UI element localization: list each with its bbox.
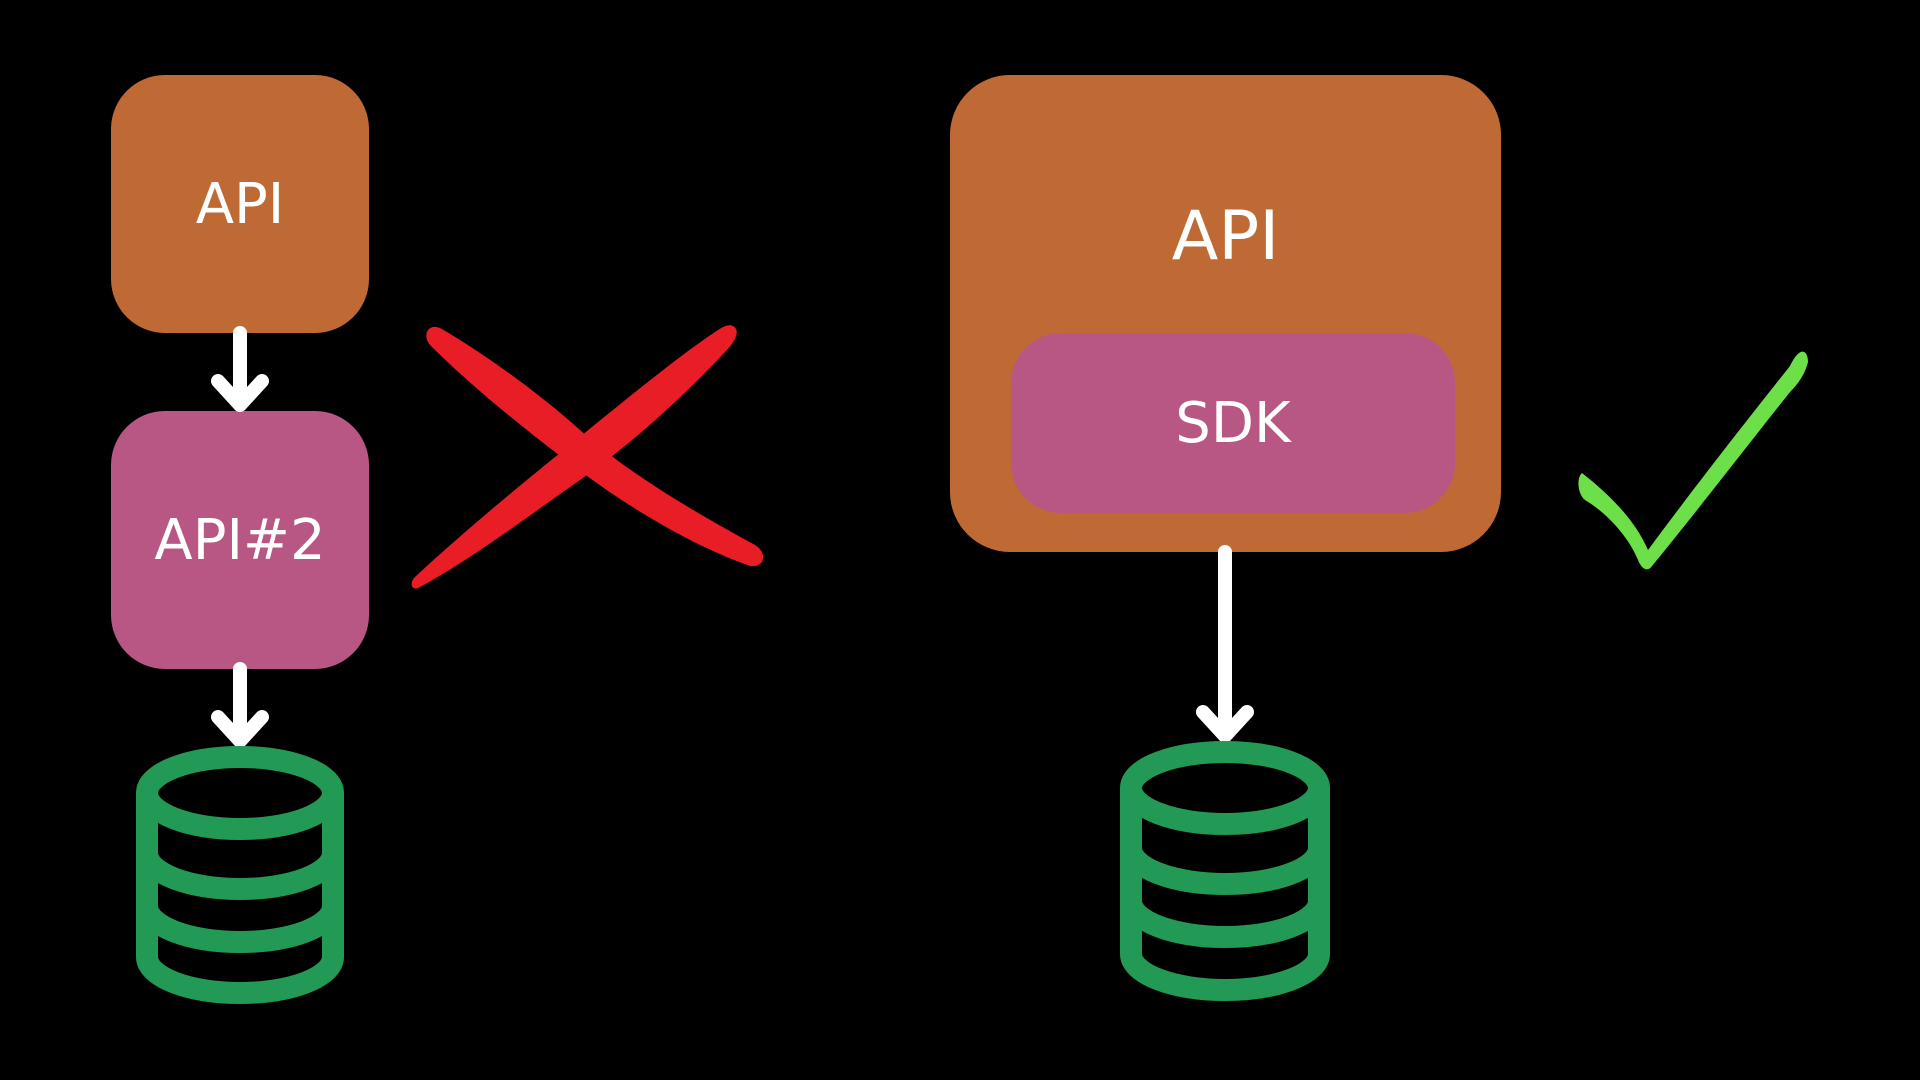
left-api2-box: API#2: [111, 411, 369, 669]
right-sdk-box: SDK: [1011, 333, 1455, 513]
arrow-api-to-api2: [211, 326, 269, 412]
cross-mark-icon: [411, 325, 764, 589]
right-sdk-label: SDK: [1175, 390, 1291, 456]
arrow-api2-to-database: [211, 662, 269, 748]
right-api-label: API: [1171, 197, 1280, 276]
database-icon: [136, 746, 344, 1004]
left-api2-label: API#2: [154, 507, 326, 573]
check-mark-icon: [1578, 351, 1808, 570]
database-icon: [1120, 741, 1330, 1001]
left-api-box: API: [111, 75, 369, 333]
arrow-api-to-database-right: [1196, 545, 1254, 743]
left-api-label: API: [195, 171, 285, 237]
